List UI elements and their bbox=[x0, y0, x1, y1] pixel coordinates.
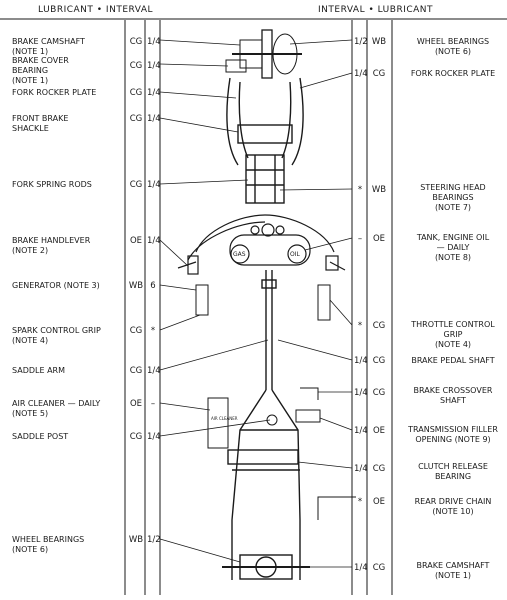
label-right-transmission-filler: TRANSMISSION FILLER OPENING (NOTE 9) bbox=[408, 425, 498, 444]
int-right-2: 1/4 bbox=[354, 69, 368, 79]
lub-left-11: CG bbox=[129, 432, 143, 442]
saddle-post-joint bbox=[266, 414, 278, 426]
label-left-brake-cover-bearing: BRAKE COVER BEARING (NOTE 1) bbox=[12, 56, 69, 85]
lub-right-3: WB bbox=[371, 185, 387, 195]
int-left-10: – bbox=[150, 399, 156, 409]
lub-left-3: CG bbox=[129, 88, 143, 98]
header-left: LUBRICANT • INTERVAL bbox=[38, 5, 154, 15]
frame bbox=[222, 270, 310, 580]
lub-right-1: WB bbox=[371, 37, 387, 47]
lub-left-5: CG bbox=[129, 180, 143, 190]
label-right-brake-crossover-shaft: BRAKE CROSSOVER SHAFT bbox=[413, 386, 493, 405]
lub-right-7: CG bbox=[372, 388, 386, 398]
lub-left-9: CG bbox=[129, 366, 143, 376]
lub-left-7: WB bbox=[128, 281, 144, 291]
label-left-spark-control-grip: SPARK CONTROL GRIP (NOTE 4) bbox=[12, 326, 101, 345]
throttle-grip-part bbox=[317, 284, 331, 321]
brake-crossover-part bbox=[300, 387, 319, 400]
int-right-1: 1/2 bbox=[354, 37, 368, 47]
int-left-2: 1/4 bbox=[147, 61, 161, 71]
transmission-part bbox=[295, 409, 321, 423]
label-right-clutch-release-bearing: CLUTCH RELEASE BEARING bbox=[418, 462, 488, 481]
lub-left-1: CG bbox=[129, 37, 143, 47]
lub-left-10: OE bbox=[129, 399, 143, 409]
int-right-9: 1/4 bbox=[354, 464, 368, 474]
lub-right-6: CG bbox=[372, 356, 386, 366]
int-left-8: * bbox=[150, 326, 156, 336]
lub-right-4: OE bbox=[372, 234, 386, 244]
label-left-wheel-bearings: WHEEL BEARINGS (NOTE 6) bbox=[12, 535, 85, 554]
label-left-generator: GENERATOR (NOTE 3) bbox=[12, 281, 100, 290]
lub-left-4: CG bbox=[129, 114, 143, 124]
lub-left-6: OE bbox=[129, 236, 143, 246]
label-right-rear-drive-chain: REAR DRIVE CHAIN (NOTE 10) bbox=[414, 497, 492, 516]
label-left-front-brake-shackle: FRONT BRAKE SHACKLE bbox=[12, 114, 69, 133]
label-left-fork-spring-rods: FORK SPRING RODS bbox=[12, 180, 92, 189]
air-cleaner-part bbox=[207, 397, 229, 449]
rear-chain-part bbox=[317, 496, 356, 520]
int-left-5: 1/4 bbox=[147, 180, 161, 190]
lub-right-9: CG bbox=[372, 464, 386, 474]
lub-right-11: CG bbox=[372, 563, 386, 573]
lub-right-10: OE bbox=[372, 497, 386, 507]
front-wheel-hub bbox=[225, 29, 302, 79]
int-right-4: – bbox=[357, 234, 363, 244]
int-right-11: 1/4 bbox=[354, 563, 368, 573]
lub-right-8: OE bbox=[372, 426, 386, 436]
lub-left-8: CG bbox=[129, 326, 143, 336]
label-right-tank-engine-oil: TANK, ENGINE OIL — DAILY (NOTE 8) bbox=[416, 233, 490, 262]
label-right-brake-camshaft: BRAKE CAMSHAFT (NOTE 1) bbox=[416, 561, 490, 580]
label-left-saddle-post: SADDLE POST bbox=[12, 432, 69, 441]
int-left-6: 1/4 bbox=[147, 236, 161, 246]
header-right: INTERVAL • LUBRICANT bbox=[318, 5, 434, 15]
label-left-saddle-arm: SADDLE ARM bbox=[12, 366, 66, 375]
label-left-brake-handlever: BRAKE HANDLEVER (NOTE 2) bbox=[12, 236, 91, 255]
label-right-fork-rocker-plate: FORK ROCKER PLATE bbox=[410, 69, 496, 78]
label-right-throttle-control-grip: THROTTLE CONTROL GRIP (NOTE 4) bbox=[411, 320, 495, 349]
oil-label: OIL bbox=[290, 251, 300, 258]
int-left-4: 1/4 bbox=[147, 114, 161, 124]
int-left-7: 6 bbox=[150, 281, 156, 291]
handlebar-and-tank bbox=[177, 214, 346, 275]
lub-right-5: CG bbox=[372, 321, 386, 331]
gas-label: GAS bbox=[233, 251, 246, 258]
label-right-steering-head-bearings: STEERING HEAD BEARINGS (NOTE 7) bbox=[420, 183, 486, 212]
label-left-brake-camshaft: BRAKE CAMSHAFT (NOTE 1) bbox=[12, 37, 85, 56]
leader-lines-left bbox=[159, 39, 271, 563]
label-left-fork-rocker-plate: FORK ROCKER PLATE bbox=[12, 88, 97, 97]
front-fork bbox=[226, 77, 304, 204]
label-left-air-cleaner: AIR CLEANER — DAILY (NOTE 5) bbox=[12, 399, 101, 418]
int-left-11: 1/4 bbox=[147, 432, 161, 442]
lub-left-2: CG bbox=[129, 61, 143, 71]
generator-part bbox=[195, 284, 209, 316]
int-right-5: * bbox=[357, 321, 363, 331]
label-right-wheel-bearings: WHEEL BEARINGS (NOTE 6) bbox=[416, 37, 490, 56]
leader-lines-right bbox=[277, 39, 353, 568]
int-right-10: * bbox=[357, 497, 363, 507]
int-left-9: 1/4 bbox=[147, 366, 161, 376]
int-right-8: 1/4 bbox=[354, 426, 368, 436]
label-right-brake-pedal-shaft: BRAKE PEDAL SHAFT bbox=[411, 356, 495, 365]
air-cleaner-label: AIR CLEANER bbox=[211, 416, 238, 421]
int-left-1: 1/4 bbox=[147, 37, 161, 47]
int-right-6: 1/4 bbox=[354, 356, 368, 366]
lub-left-12: WB bbox=[128, 535, 144, 545]
lub-right-2: CG bbox=[372, 69, 386, 79]
int-right-7: 1/4 bbox=[354, 388, 368, 398]
int-right-3: * bbox=[357, 185, 363, 195]
int-left-3: 1/4 bbox=[147, 88, 161, 98]
int-left-12: 1/2 bbox=[147, 535, 161, 545]
